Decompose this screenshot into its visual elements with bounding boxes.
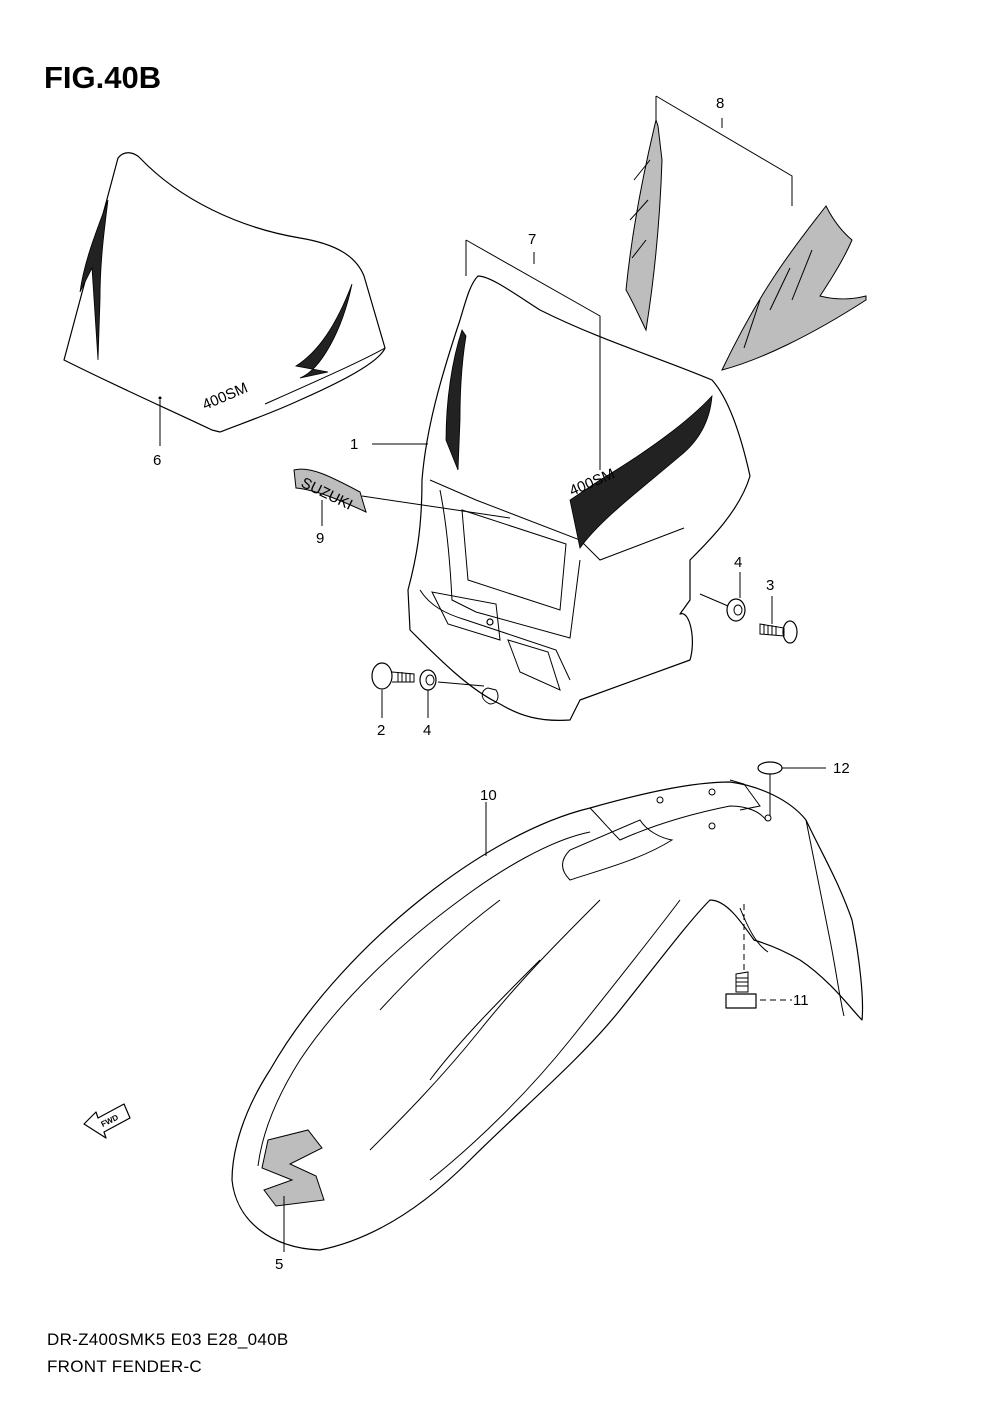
part-grommet-4-right	[726, 598, 746, 622]
part-suzuki-emblem: SUZUKI	[293, 468, 367, 514]
callout-3: 3	[766, 577, 774, 594]
callout-12: 5	[275, 1256, 283, 1273]
callout-4-lower: 4	[423, 722, 431, 739]
part-headlight-cowl: 400SM	[407, 275, 751, 721]
figure-title: FIG.40B	[44, 60, 162, 95]
callout-11: 12	[833, 760, 850, 777]
callout-6: 7	[528, 231, 536, 248]
part-screw-3	[759, 620, 798, 644]
leader-lines	[158, 95, 826, 1252]
section-name: FRONT FENDER-C	[47, 1357, 202, 1376]
callout-8: 9	[316, 530, 324, 547]
windscreen-model-badge: 400SM	[200, 379, 250, 413]
callout-labels: 6 8 7 1 9 4 3 2 4 10 12 11 5	[153, 95, 850, 1273]
callout-10: 11	[793, 992, 809, 1009]
callout-9: 10	[480, 787, 497, 804]
callout-1: 1	[350, 436, 358, 453]
part-windscreen: 400SM	[63, 152, 386, 433]
part-nut-11	[757, 761, 783, 775]
part-grommet-4-lower	[419, 669, 437, 691]
fwd-arrow-icon: FWD	[83, 1103, 131, 1139]
part-bolt-2	[371, 662, 415, 690]
part-bolt-10	[725, 971, 757, 1009]
part-front-fender	[231, 779, 864, 1251]
callout-5: 6	[153, 452, 161, 469]
model-code: DR-Z400SMK5 E03 E28_040B	[47, 1330, 289, 1349]
callout-4-right: 4	[734, 554, 742, 571]
callout-7: 8	[716, 95, 724, 112]
callout-2: 2	[377, 722, 385, 739]
part-side-decals	[625, 118, 867, 371]
